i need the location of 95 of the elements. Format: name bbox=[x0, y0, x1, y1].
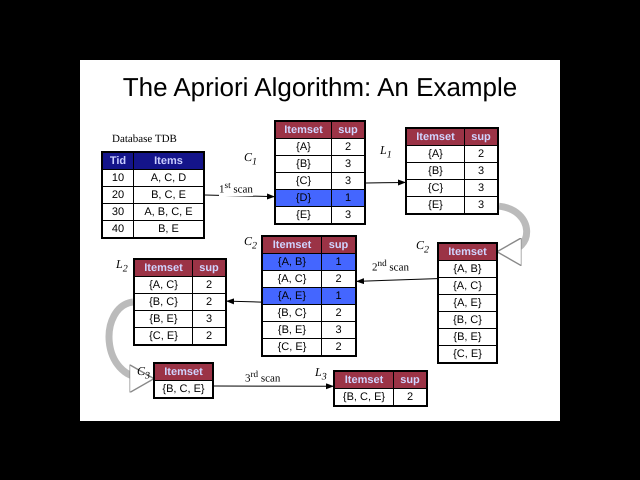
table-cell: {C} bbox=[276, 173, 331, 189]
column-header: Itemset bbox=[276, 122, 331, 138]
data-table bbox=[261, 235, 357, 357]
table-cell: 10 bbox=[103, 170, 133, 186]
edge-label: 2$^{nd}$ scan bbox=[372, 258, 409, 274]
table-cell: B, C, E bbox=[134, 187, 203, 203]
column-header: sup bbox=[322, 237, 355, 253]
column-header: Itemset bbox=[155, 364, 212, 380]
table-cell: {B} bbox=[407, 163, 464, 179]
table-cell: {B} bbox=[276, 156, 331, 172]
edge-label: 1$^{st}$ scan bbox=[219, 180, 253, 196]
table-cell: {A, C} bbox=[263, 271, 321, 287]
table-cell: {C, E} bbox=[263, 339, 321, 355]
table-cell: {B, C} bbox=[439, 312, 496, 328]
table-cell: {A} bbox=[276, 139, 331, 155]
data-table bbox=[153, 362, 214, 399]
table-cell: {A, B} bbox=[263, 254, 321, 270]
table-name: L$_{3}$ bbox=[315, 365, 327, 382]
column-header: Itemset bbox=[407, 129, 464, 145]
table-cell: {A, E} bbox=[439, 295, 496, 311]
table-cell: 20 bbox=[103, 187, 133, 203]
table-cell: {B, C} bbox=[135, 294, 192, 310]
column-header: Itemset bbox=[263, 237, 321, 253]
column-header: sup bbox=[394, 372, 426, 388]
edge-label: 3$^{rd}$ scan bbox=[245, 369, 280, 385]
table-cell: 1 bbox=[322, 288, 355, 304]
table-cell: 2 bbox=[322, 339, 355, 355]
column-header: Itemset bbox=[335, 372, 393, 388]
table-cell: A, B, C, E bbox=[134, 204, 203, 220]
table-cell: 2 bbox=[465, 146, 497, 162]
column-header: sup bbox=[465, 129, 497, 145]
arrow bbox=[356, 278, 438, 284]
column-header: sup bbox=[193, 260, 225, 276]
arrow bbox=[366, 180, 406, 186]
table-cell: 3 bbox=[193, 311, 225, 327]
table-cell: {E} bbox=[276, 207, 331, 223]
table-cell: {C} bbox=[407, 180, 464, 196]
table-name: L$_{2}$ bbox=[116, 257, 128, 274]
table-cell: 3 bbox=[465, 180, 497, 196]
data-table bbox=[437, 242, 498, 364]
table-cell: {B, E} bbox=[439, 329, 496, 345]
table-cell: {A, E} bbox=[263, 288, 321, 304]
table-name: L$_{1}$ bbox=[380, 143, 392, 160]
table-cell: {C, E} bbox=[135, 328, 192, 344]
data-table bbox=[101, 151, 205, 239]
table-name: C$_{1}$ bbox=[244, 150, 258, 168]
table-cell: {C, E} bbox=[439, 346, 496, 362]
table-name: C$_{2}$ bbox=[244, 234, 258, 252]
table-name: C$_{3}$ bbox=[137, 364, 150, 382]
curved-arrow bbox=[496, 202, 530, 264]
table-cell: A, C, D bbox=[134, 170, 203, 186]
table-cell: 2 bbox=[193, 294, 225, 310]
table-cell: {A, B} bbox=[439, 261, 496, 277]
data-table bbox=[405, 127, 499, 215]
arrow bbox=[214, 383, 334, 390]
table-cell: 1 bbox=[322, 254, 355, 270]
table-caption: Database TDB bbox=[112, 133, 177, 145]
table-cell: {A, C} bbox=[439, 278, 496, 294]
table-cell: 2 bbox=[322, 305, 355, 321]
data-table bbox=[133, 258, 227, 346]
data-table bbox=[274, 120, 366, 225]
table-cell: 3 bbox=[465, 197, 497, 213]
column-header: Items bbox=[134, 153, 203, 169]
slide-title: The Apriori Algorithm: An Example bbox=[122, 72, 518, 103]
table-cell: {B, C} bbox=[263, 305, 321, 321]
table-cell: {B, E} bbox=[263, 322, 321, 338]
table-cell: 30 bbox=[103, 204, 133, 220]
table-cell: 2 bbox=[322, 271, 355, 287]
table-cell: 3 bbox=[332, 156, 364, 172]
table-cell: 40 bbox=[103, 221, 133, 237]
table-cell: {B, C, E} bbox=[155, 381, 212, 397]
table-cell: 2 bbox=[332, 139, 364, 155]
table-cell: {E} bbox=[407, 197, 464, 213]
data-table bbox=[333, 370, 428, 407]
table-cell: 1 bbox=[332, 190, 364, 206]
column-header: Itemset bbox=[135, 260, 192, 276]
table-cell: 3 bbox=[322, 322, 355, 338]
table-name: C$_{2}$ bbox=[416, 238, 430, 256]
table-cell: 2 bbox=[193, 277, 225, 293]
table-cell: 3 bbox=[332, 207, 364, 223]
column-header: sup bbox=[332, 122, 364, 138]
curved-arrow bbox=[106, 298, 155, 391]
table-cell: 3 bbox=[465, 163, 497, 179]
column-header: Itemset bbox=[439, 244, 496, 260]
table-cell: 2 bbox=[193, 328, 225, 344]
table-cell: {A, C} bbox=[135, 277, 192, 293]
table-cell: {B, C, E} bbox=[335, 389, 393, 405]
table-cell: {A} bbox=[407, 146, 464, 162]
arrow bbox=[226, 298, 262, 304]
table-cell: {B, E} bbox=[135, 311, 192, 327]
table-cell: {D} bbox=[276, 190, 331, 206]
table-cell: B, E bbox=[134, 221, 203, 237]
table-cell: 2 bbox=[394, 389, 426, 405]
table-cell: 3 bbox=[332, 173, 364, 189]
column-header: Tid bbox=[103, 153, 133, 169]
